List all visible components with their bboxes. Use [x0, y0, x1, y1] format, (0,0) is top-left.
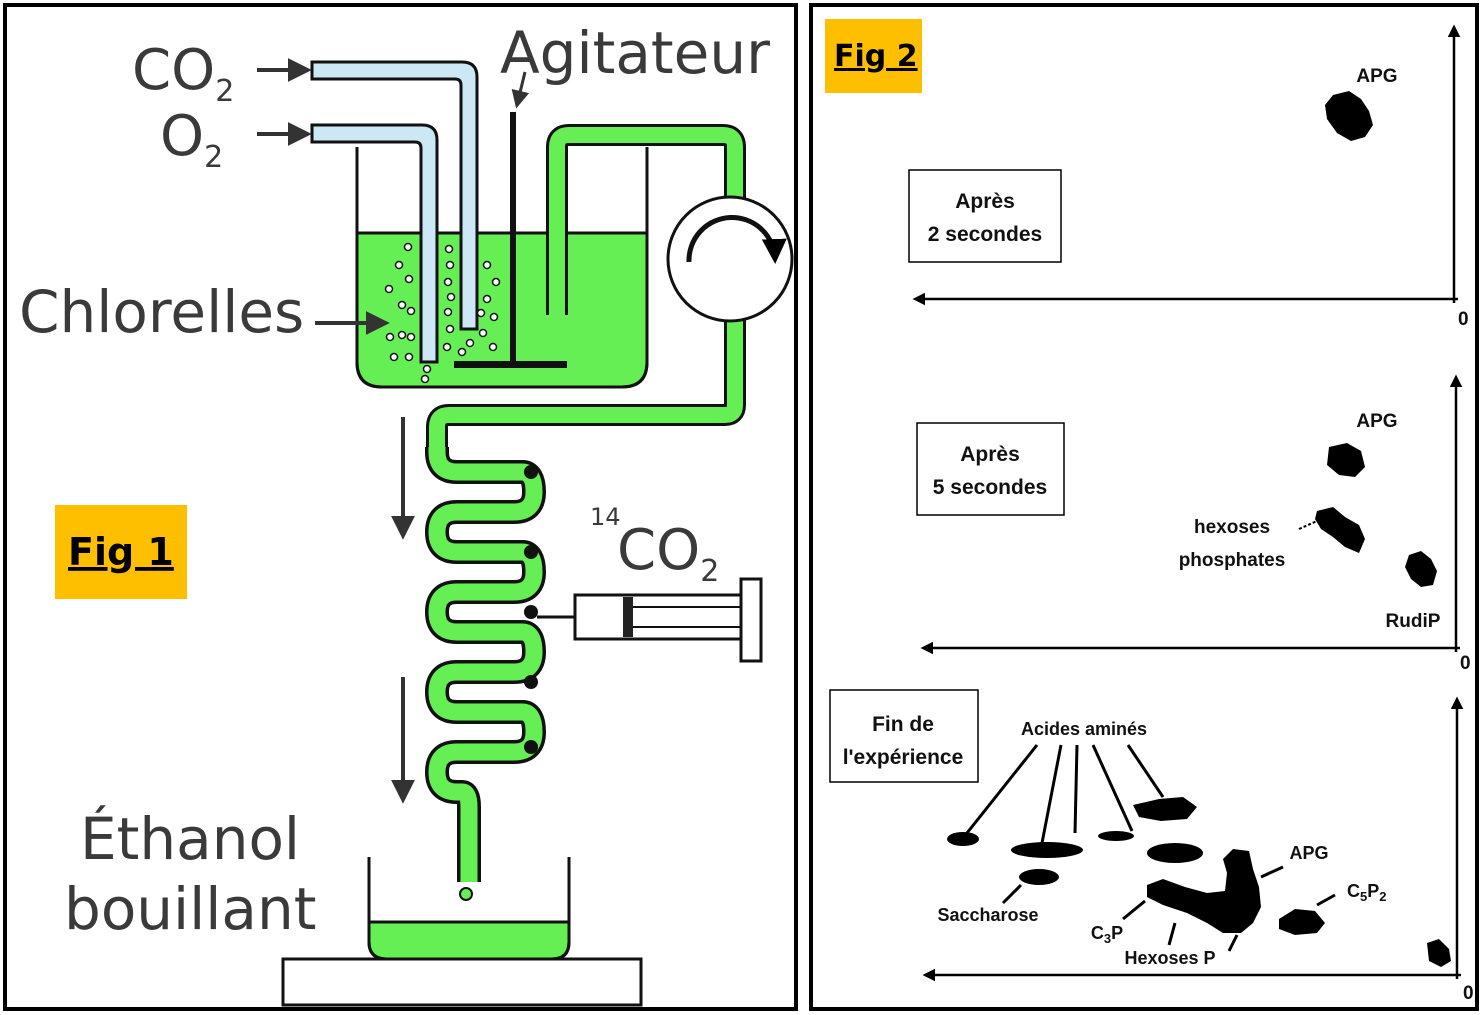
apg-label: APG	[1356, 411, 1397, 432]
coil-ports	[524, 465, 538, 754]
chromatogram-2s: 0 Après 2 secondes APG	[908, 24, 1469, 330]
time-box-line1: Après	[960, 443, 1020, 466]
syringe	[537, 577, 763, 663]
c14-co2-label: CO2	[617, 518, 719, 589]
apg-label: APG	[1356, 66, 1397, 87]
ethanol-label-line1: Éthanol	[80, 804, 300, 873]
fig1-diagram: CO2 O2 Agitateur Chlorelles 14 CO2 Éthan…	[19, 19, 794, 1007]
time-box-line2: l'expérience	[843, 746, 964, 769]
fig2-badge	[825, 19, 922, 93]
hot-plate	[281, 957, 643, 1007]
acides-amines-leaders	[965, 744, 1165, 844]
origin-label: 0	[1463, 983, 1474, 1004]
chlorelles-label: Chlorelles	[19, 278, 304, 346]
fig1-badge	[55, 505, 187, 599]
hexoses-p-label: Hexoses P	[1124, 948, 1215, 968]
ethanol-label-line2: bouillant	[64, 875, 316, 943]
time-box	[908, 169, 1062, 263]
spot-hexoses-phosphates	[1315, 507, 1365, 553]
culture-vessel	[355, 147, 649, 389]
time-box-line2: 2 secondes	[928, 223, 1042, 246]
spot-c5p2	[1279, 909, 1325, 935]
chlorella-cells	[384, 242, 501, 384]
time-box-line2: 5 secondes	[933, 476, 1047, 499]
agitateur-label: Agitateur	[500, 19, 770, 87]
time-box-line1: Fin de	[872, 713, 934, 736]
time-box-line1: Après	[955, 190, 1015, 213]
amino-acid-spots	[947, 797, 1203, 863]
origin-label: 0	[1460, 653, 1471, 674]
o2-label: O2	[160, 104, 223, 175]
fig1-panel: CO2 O2 Agitateur Chlorelles 14 CO2 Éthan…	[3, 3, 798, 1011]
co2-tube	[310, 60, 479, 331]
chromatogram-5s: 0 Après 5 secondes APG hexoses phosphate…	[916, 374, 1471, 674]
fig1-badge-label: Fig 1	[68, 530, 174, 574]
c5p2-label: C5P2	[1347, 881, 1386, 904]
fig2-panel: Fig 2 0 Après 2 secondes APG 0 Après 5 s…	[809, 3, 1479, 1011]
time-box	[916, 422, 1065, 516]
spot-apg	[1325, 91, 1373, 141]
spot-apg	[1327, 443, 1365, 477]
stirrer-blade	[454, 361, 567, 368]
fig2-badge-label: Fig 2	[834, 39, 918, 74]
co2-label: CO2	[132, 38, 234, 109]
chromatogram-end: 0 Fin de l'expérience Acides aminés Sacc…	[829, 689, 1474, 1004]
time-box	[829, 689, 979, 783]
spot-origin	[1427, 939, 1451, 967]
origin-label: 0	[1458, 309, 1469, 330]
hexoses-label-line1: hexoses	[1194, 517, 1270, 538]
agitateur-arrow-icon	[511, 71, 530, 109]
stirrer-shaft	[510, 112, 516, 364]
rudip-label: RudiP	[1386, 611, 1441, 632]
spot-saccharose	[1019, 869, 1059, 885]
rotation-arrow-icon	[686, 214, 787, 264]
spot-hexoses-c3p-apg	[1147, 849, 1261, 933]
apg-label: APG	[1289, 843, 1328, 863]
spot-rudip	[1405, 551, 1437, 587]
c3p-label: C3P	[1091, 923, 1123, 946]
ethanol-liquid	[367, 920, 571, 961]
o2-tube	[310, 123, 439, 364]
acides-amines-label: Acides aminés	[1021, 719, 1147, 739]
fig2-chromatograms: Fig 2 0 Après 2 secondes APG 0 Après 5 s…	[825, 19, 1474, 1004]
hexoses-label-line2: phosphates	[1179, 550, 1286, 571]
drop	[459, 887, 473, 901]
saccharose-label: Saccharose	[937, 905, 1038, 925]
c14-superscript: 14	[590, 503, 621, 531]
